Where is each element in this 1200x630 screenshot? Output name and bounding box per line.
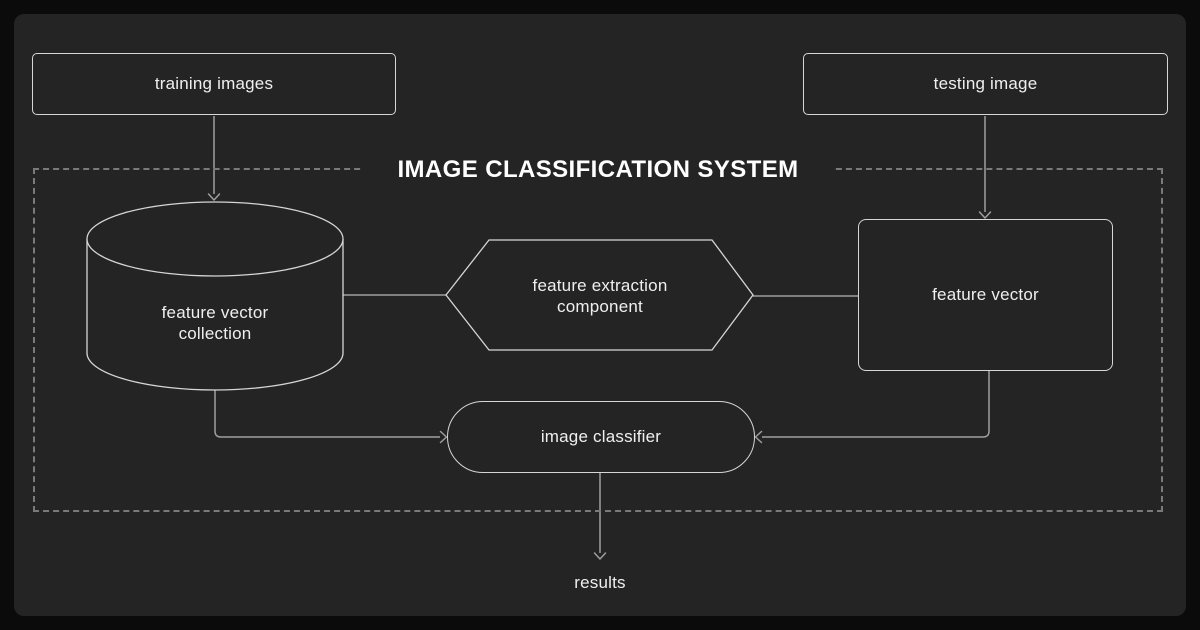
node-feature-extraction-label: feature extraction component [532,276,668,316]
node-testing-image: testing image [803,53,1168,115]
node-training-images-label: training images [154,74,274,93]
node-results-label: results [574,573,626,592]
node-feature-vector: feature vector [858,219,1113,371]
node-training-images: training images [32,53,396,115]
node-testing-image-label: testing image [933,74,1038,93]
system-boundary: IMAGE CLASSIFICATION SYSTEM [33,153,1163,512]
diagram-title: IMAGE CLASSIFICATION SYSTEM [363,153,833,187]
node-feature-vector-label: feature vector [932,285,1039,304]
node-feature-vector-collection-label: feature vector collection [161,303,269,343]
node-image-classifier: image classifier [447,401,755,473]
node-image-classifier-label: image classifier [540,427,662,446]
